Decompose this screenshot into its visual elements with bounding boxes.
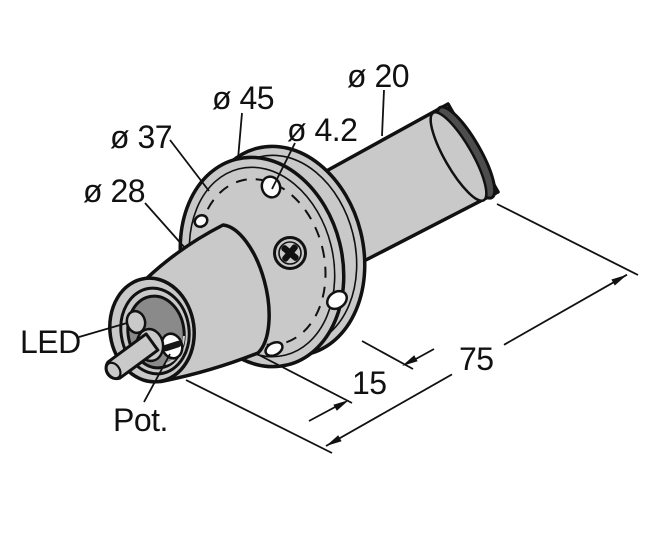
barrel-length-label: 75 — [459, 341, 494, 377]
thickness-15-tail-right — [413, 348, 435, 361]
length-75-line-left — [325, 373, 453, 447]
phillips-screw — [273, 236, 307, 270]
extension-line-flange-front — [258, 354, 353, 404]
arrowhead-15-left — [333, 400, 349, 411]
pot-label: Pot. — [113, 402, 168, 438]
mounting-hole-bottom — [264, 340, 284, 358]
mounting-hole-diameter-label: ø 4.2 — [287, 112, 357, 148]
labels: ø 45 ø 20 ø 37 ø 4.2 ø 28 LED Pot. 15 75 — [20, 58, 494, 438]
cable-end-face — [105, 361, 122, 380]
mounting-hole-right — [326, 289, 348, 311]
hub-diameter-leader — [144, 202, 186, 249]
screw-head-inner — [278, 241, 302, 265]
led-window — [125, 309, 147, 335]
flange-diameter-label: ø 45 — [212, 80, 274, 116]
pot-leader — [143, 353, 171, 403]
dimension-lines — [185, 203, 639, 454]
barrel-diameter-leader — [381, 89, 385, 137]
mounting-hole-left — [193, 213, 209, 229]
extension-line-front — [185, 379, 333, 454]
length-75-line-right — [503, 273, 628, 346]
screw-cross-bar2 — [282, 244, 298, 262]
led-label: LED — [20, 324, 81, 360]
pot-screw-slot — [162, 340, 182, 352]
mounting-hole-leader — [271, 142, 296, 190]
arrowhead-15-right — [402, 355, 418, 366]
barrel-diameter-label: ø 20 — [347, 58, 409, 94]
hub-diameter-label: ø 28 — [83, 173, 145, 209]
leader-lines — [78, 89, 385, 403]
barrel-end-cap — [429, 110, 488, 203]
led-leader — [78, 322, 128, 338]
front-hub — [104, 223, 271, 384]
bolt-circle-diameter-label: ø 37 — [110, 119, 172, 155]
bolt-circle-leader — [169, 139, 210, 192]
flange-thickness-label: 15 — [352, 365, 387, 401]
thickness-15-tail-left — [308, 405, 338, 422]
extension-line-barrel-end — [496, 203, 639, 276]
arrowhead-75-left — [326, 435, 342, 446]
arrowhead-75-right — [611, 274, 627, 286]
flange-diameter-leader — [237, 112, 243, 160]
